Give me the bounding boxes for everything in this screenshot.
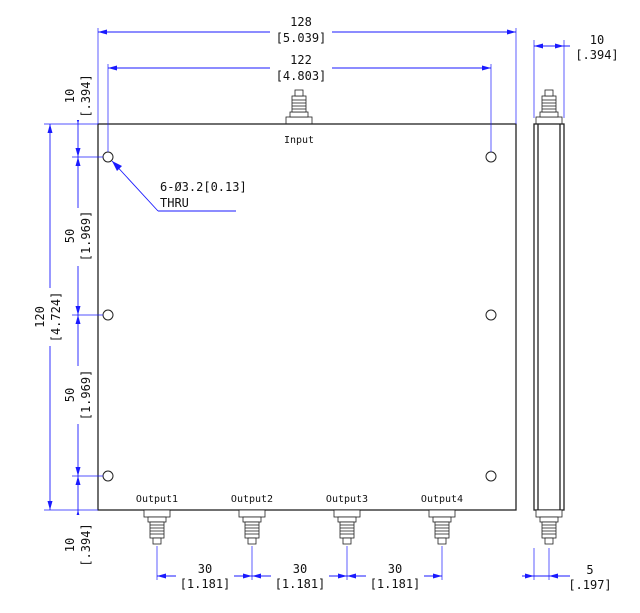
dim-bottom-offset-inch: [.394]: [79, 523, 93, 566]
dim-overall-height-mm: 120: [33, 306, 47, 328]
mounting-hole: [485, 470, 497, 482]
side-view-body: [533, 123, 565, 511]
mounting-hole: [485, 309, 497, 321]
mounting-hole: [102, 151, 114, 163]
output-connector-4: [428, 509, 456, 545]
hole-leader-arrow: [112, 161, 122, 171]
dim-bottom-offset-mm: 10: [63, 538, 77, 552]
dim-side-thickness-mm: 10: [590, 33, 604, 47]
dim-top-offset-mm: 10: [63, 89, 77, 103]
output-label-1: Output1: [136, 494, 178, 505]
dim-output-pitch-1-mm: 30: [198, 562, 212, 576]
dim-hole-pitch-lower-mm: 50: [63, 388, 77, 402]
output-connector-3: [333, 509, 361, 545]
splitter-body: [97, 123, 517, 511]
output-label-4: Output4: [421, 494, 463, 505]
dim-side-offset-inch: [.197]: [568, 578, 611, 592]
mounting-hole: [485, 151, 497, 163]
hole-note-line2: THRU: [160, 196, 189, 210]
dim-hole-pitch-upper-mm: 50: [63, 229, 77, 243]
dim-side-offset-mm: 5: [586, 563, 593, 577]
dim-output-pitch-2-inch: [1.181]: [275, 577, 326, 591]
hole-note-line1: 6-Ø3.2[0.13]: [160, 180, 247, 194]
side-output-connector: [535, 509, 563, 545]
dim-hole-spacing-mm: 122: [290, 53, 312, 67]
output-connector-1: [143, 509, 171, 545]
input-connector: [285, 89, 313, 125]
dim-hole-pitch-lower-inch: [1.969]: [79, 370, 93, 421]
side-input-connector: [535, 89, 563, 125]
dim-top-offset-inch: [.394]: [79, 74, 93, 117]
dim-overall-height-inch: [4.724]: [49, 292, 63, 343]
output-label-2: Output2: [231, 494, 273, 505]
dim-hole-spacing-inch: [4.803]: [276, 69, 327, 83]
dim-hole-pitch-upper-inch: [1.969]: [79, 211, 93, 262]
input-label: Input: [284, 135, 314, 146]
dim-overall-width-mm: 128: [290, 15, 312, 29]
dim-output-pitch-3-mm: 30: [388, 562, 402, 576]
dim-output-pitch-1-inch: [1.181]: [180, 577, 231, 591]
hole-leader-line: [111, 160, 159, 212]
mounting-hole: [102, 309, 114, 321]
dim-side-thickness-inch: [.394]: [575, 48, 618, 62]
output-connector-2: [238, 509, 266, 545]
dim-output-pitch-3-inch: [1.181]: [370, 577, 421, 591]
output-label-3: Output3: [326, 494, 368, 505]
dim-overall-width-inch: [5.039]: [276, 31, 327, 45]
mounting-hole: [102, 470, 114, 482]
dim-output-pitch-2-mm: 30: [293, 562, 307, 576]
